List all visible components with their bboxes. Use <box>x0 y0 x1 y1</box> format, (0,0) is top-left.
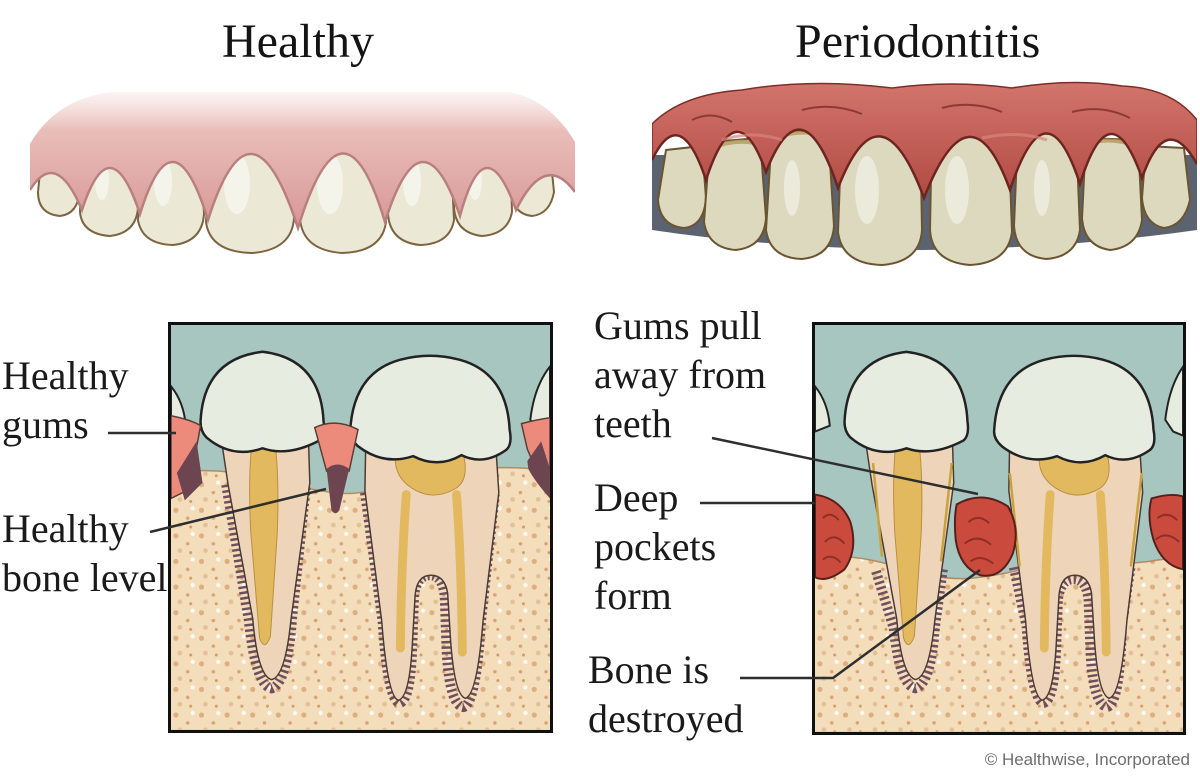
label-healthy-gums: Healthy gums <box>2 353 129 447</box>
label-healthy-bone-level: Healthy bone level <box>2 506 168 600</box>
neighbour-teeth-slivers <box>815 364 1183 437</box>
gum-root-junctions <box>176 441 550 514</box>
inflamed-gum-highlights <box>721 132 1048 142</box>
inflamed-gumline-edge <box>652 128 1197 202</box>
inflamed-pocket-texture <box>822 513 1180 565</box>
periodontal-ligament <box>221 483 500 713</box>
molar-enamel <box>348 354 512 464</box>
periodontitis-teeth-row <box>657 119 1191 266</box>
molar-enamel <box>992 354 1156 464</box>
label-deep-pockets-form: Deep pockets form <box>594 475 717 618</box>
label-bone-is-destroyed: Bone is destroyed <box>588 647 744 741</box>
title-periodontitis: Periodontitis <box>795 15 1041 68</box>
healthy-crosssection-svg <box>171 325 550 730</box>
periodontitis-crosssection-svg <box>815 325 1183 732</box>
copyright-notice: © Healthwise, Incorporated <box>984 750 1190 769</box>
periodontitis-smile-svg <box>652 81 1197 266</box>
periodontitis-teeth-highlights <box>784 156 1050 224</box>
periodontitis-smile-illustration <box>652 80 1197 268</box>
label-gums-pull-away: Gums pull away from teeth <box>594 303 767 446</box>
healthy-smile-illustration <box>30 82 575 262</box>
inflamed-gum-texture <box>691 103 1131 123</box>
healthy-gumline-shadow <box>30 152 575 233</box>
gum-top-fade <box>30 82 575 130</box>
healthy-crosssection-panel <box>168 322 553 733</box>
molar-root-canals <box>395 490 467 657</box>
title-healthy: Healthy <box>222 15 374 68</box>
molar-root-canals <box>1039 490 1111 657</box>
healthy-smile-svg <box>30 82 575 254</box>
periodontitis-crosssection-panel <box>812 322 1186 735</box>
